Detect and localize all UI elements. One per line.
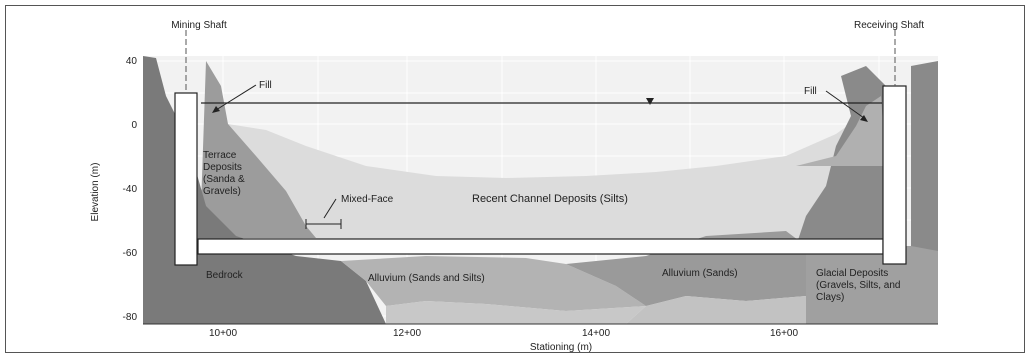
alluvium-sands-silts [341, 256, 646, 311]
glacial-label-line: Clays) [816, 292, 844, 303]
fill-left-arrowhead [212, 106, 220, 113]
receiving-shaft [882, 85, 907, 265]
mining-shaft [174, 92, 198, 266]
terrace-deposits [201, 61, 316, 238]
y-tick-labels: 40 0 -40 -60 -80 [123, 56, 138, 323]
figure-frame: 40 0 -40 -60 -80 10+00 12+00 14+00 16+00… [5, 5, 1025, 353]
terrace-label-line: Gravels) [203, 186, 241, 197]
alluvium-sands-silts-label: Alluvium (Sands and Silts) [368, 273, 485, 284]
geologic-profile: 40 0 -40 -60 -80 10+00 12+00 14+00 16+00… [90, 20, 938, 353]
glacial-label-line: Glacial Deposits [816, 268, 888, 279]
lower-right-deposits [626, 296, 806, 324]
water-table-marker [646, 98, 654, 105]
alluvium-sands-label: Alluvium (Sands) [662, 268, 738, 279]
fill-right-arrowhead [860, 115, 868, 122]
glacial-lower [806, 246, 938, 324]
x-tick-label: 12+00 [393, 328, 422, 339]
glacial-label-line: (Gravels, Silts, and [816, 280, 900, 291]
y-axis-label: Elevation (m) [90, 163, 101, 222]
recent-channel-deposits [228, 116, 864, 246]
mixed-face-label: Mixed-Face [341, 194, 394, 205]
x-tick-label: 16+00 [770, 328, 799, 339]
x-tick-labels: 10+00 12+00 14+00 16+00 [209, 328, 799, 339]
fill-right-arrow [825, 90, 865, 119]
y-tick-label: -80 [123, 312, 138, 323]
terrace-label-line: Terrace [203, 150, 237, 161]
terrace-label: Terrace Deposits (Sanda & Gravels) [203, 150, 245, 197]
x-tick-label: 10+00 [209, 328, 238, 339]
terrace-label-line: (Sanda & [203, 174, 245, 185]
recent-channel-label: Recent Channel Deposits (Silts) [472, 193, 628, 205]
bedrock-label: Bedrock [206, 270, 244, 281]
lower-center-deposits [386, 301, 646, 324]
bedrock [143, 56, 386, 324]
y-tick-label: -60 [123, 248, 138, 259]
fill-right-label: Fill [804, 86, 817, 97]
tunnel [197, 238, 884, 255]
fill-left-label: Fill [259, 80, 272, 91]
receiving-shaft-label: Receiving Shaft [854, 20, 924, 31]
mixed-face-leader [323, 198, 337, 219]
x-axis-label: Stationing (m) [530, 342, 592, 353]
glacial-lens [796, 96, 886, 166]
glacial-label: Glacial Deposits (Gravels, Silts, and Cl… [816, 268, 900, 303]
y-tick-label: 40 [126, 56, 138, 67]
mining-shaft-label: Mining Shaft [171, 20, 227, 31]
fill-left-arrow [215, 84, 257, 111]
y-tick-label: 0 [131, 120, 137, 131]
x-tick-label: 14+00 [582, 328, 611, 339]
y-tick-label: -40 [123, 184, 138, 195]
terrace-label-line: Deposits [203, 162, 242, 173]
